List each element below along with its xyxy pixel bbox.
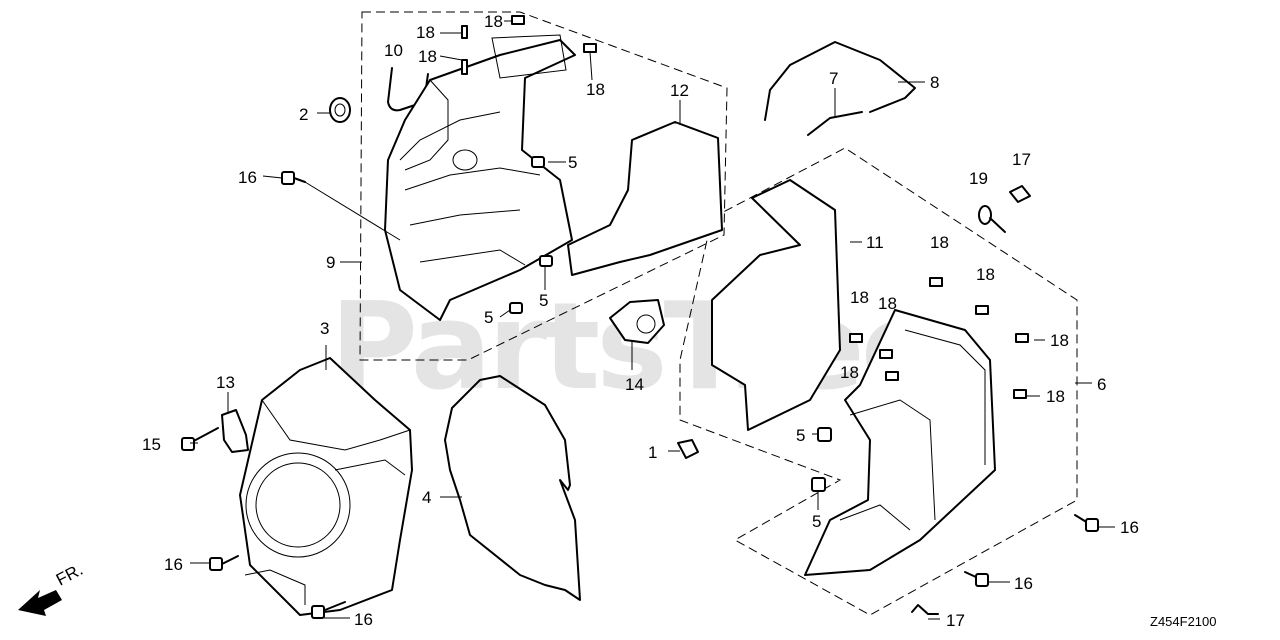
part-16-bolt-b[interactable] [1074,514,1099,532]
callout-18[interactable]: 18 [930,233,949,252]
callout-16[interactable]: 16 [1014,574,1033,593]
callout-18[interactable]: 18 [416,23,435,42]
group-boundary-right [679,147,1078,616]
callout-18[interactable]: 18 [586,80,605,99]
callout-16[interactable]: 16 [354,610,373,629]
part-19-clip[interactable] [978,205,1006,233]
part-17-clip-b[interactable] [911,604,939,615]
callout-18[interactable]: 18 [418,47,437,66]
part-2-grommet[interactable] [329,97,351,123]
callout-8[interactable]: 8 [930,73,939,92]
callout-18[interactable]: 18 [850,288,869,307]
callout-2[interactable]: 2 [299,105,308,124]
callout-18[interactable]: 18 [878,294,897,313]
leader-lines [190,20,1115,620]
callout-4[interactable]: 4 [422,488,431,507]
diagram-code: Z454F2100 [1150,614,1217,629]
callout-9[interactable]: 9 [326,253,335,272]
callout-16[interactable]: 16 [1120,518,1139,537]
callout-1[interactable]: 1 [648,443,657,462]
part-14-knob[interactable] [609,299,665,344]
part-11-plate[interactable] [711,179,841,431]
part-4-gasket[interactable] [444,375,581,601]
part-16-bolt-c[interactable] [964,571,989,587]
part-5-bolt-b[interactable] [539,255,553,267]
callout-17[interactable]: 17 [1012,150,1031,169]
part-5-bolt-e[interactable] [811,477,826,492]
part-13-bracket[interactable] [221,409,249,453]
callout-11[interactable]: 11 [866,233,884,252]
callout-18[interactable]: 18 [976,265,995,284]
part-3-fan-housing[interactable] [239,357,413,616]
part-15-bolt[interactable] [181,427,219,451]
direction-label: FR. [53,560,86,590]
part-5-bolt-d[interactable] [817,427,832,442]
front-direction-arrow: FR. [18,560,86,616]
part-16-bolt-e[interactable] [311,601,346,619]
callout-14[interactable]: 14 [625,375,644,394]
callout-labels: 2 16 9 10 18 18 18 18 5 5 5 12 7 8 19 17… [142,12,1139,630]
part-10-wire[interactable] [387,67,429,112]
callout-16[interactable]: 16 [238,168,257,187]
callout-19[interactable]: 19 [969,169,988,188]
callout-5[interactable]: 5 [796,426,805,445]
callout-17[interactable]: 17 [946,611,965,630]
callout-18[interactable]: 18 [1050,331,1069,350]
callout-5[interactable]: 5 [484,308,493,327]
callout-5[interactable]: 5 [812,512,821,531]
callout-15[interactable]: 15 [142,435,161,454]
callout-6[interactable]: 6 [1097,375,1106,394]
callout-18[interactable]: 18 [1046,387,1065,406]
callout-13[interactable]: 13 [216,373,235,392]
callout-7[interactable]: 7 [829,69,838,88]
part-8-wire[interactable] [764,41,916,121]
part-7-rod[interactable] [807,111,863,136]
callout-12[interactable]: 12 [670,81,689,100]
callout-5[interactable]: 5 [568,153,577,172]
callout-3[interactable]: 3 [320,319,329,338]
part-5-bolt-c[interactable] [509,302,523,314]
callout-10[interactable]: 10 [384,41,403,60]
callout-16[interactable]: 16 [164,555,183,574]
part-6-cover[interactable] [804,309,996,576]
part-5-bolt-a[interactable] [531,156,545,168]
group-boundary-upper-left [359,11,728,361]
part-1-clip[interactable] [677,439,699,459]
callout-18[interactable]: 18 [484,12,503,31]
part-16-bolt-a[interactable] [281,171,306,185]
callout-18[interactable]: 18 [840,363,859,382]
part-16-bolt-d[interactable] [209,555,239,571]
callout-5[interactable]: 5 [539,291,548,310]
part-12-plate[interactable] [567,121,723,276]
part-17-clip-a[interactable] [1009,185,1031,203]
